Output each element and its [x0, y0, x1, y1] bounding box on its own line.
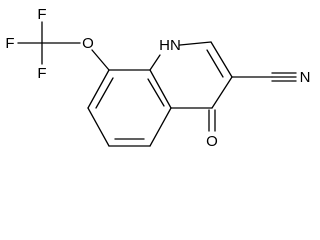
bond-c7-c8-inner	[95, 77, 114, 109]
atom-label-nitrile-n: N	[300, 69, 311, 86]
bond-c7-c8	[87, 69, 110, 109]
bond-c8a-n1	[149, 54, 161, 71]
atom-label-f-left: F	[5, 35, 14, 52]
bond-c2-c3-inner	[206, 49, 224, 78]
molecule-structure: F F F O HN N O	[5, 6, 311, 150]
bond-c6-c7	[87, 107, 110, 147]
bond-c3-c4	[211, 76, 233, 109]
atom-label-nh: HN	[159, 37, 181, 54]
bond-c8a-c4a-inner	[147, 78, 165, 107]
bond-o-to-c8	[91, 49, 110, 71]
atom-label-f-top: F	[37, 6, 46, 23]
bond-n1-c2	[179, 41, 212, 46]
bond-c4a-c5	[149, 107, 172, 147]
atom-label-f-bottom: F	[37, 65, 46, 82]
bond-c2-c3	[210, 41, 233, 78]
atom-label-oxygen-carbonyl: O	[206, 133, 218, 150]
bond-c8a-c4a	[149, 69, 172, 109]
atom-label-oxygen-ether: O	[82, 35, 94, 52]
